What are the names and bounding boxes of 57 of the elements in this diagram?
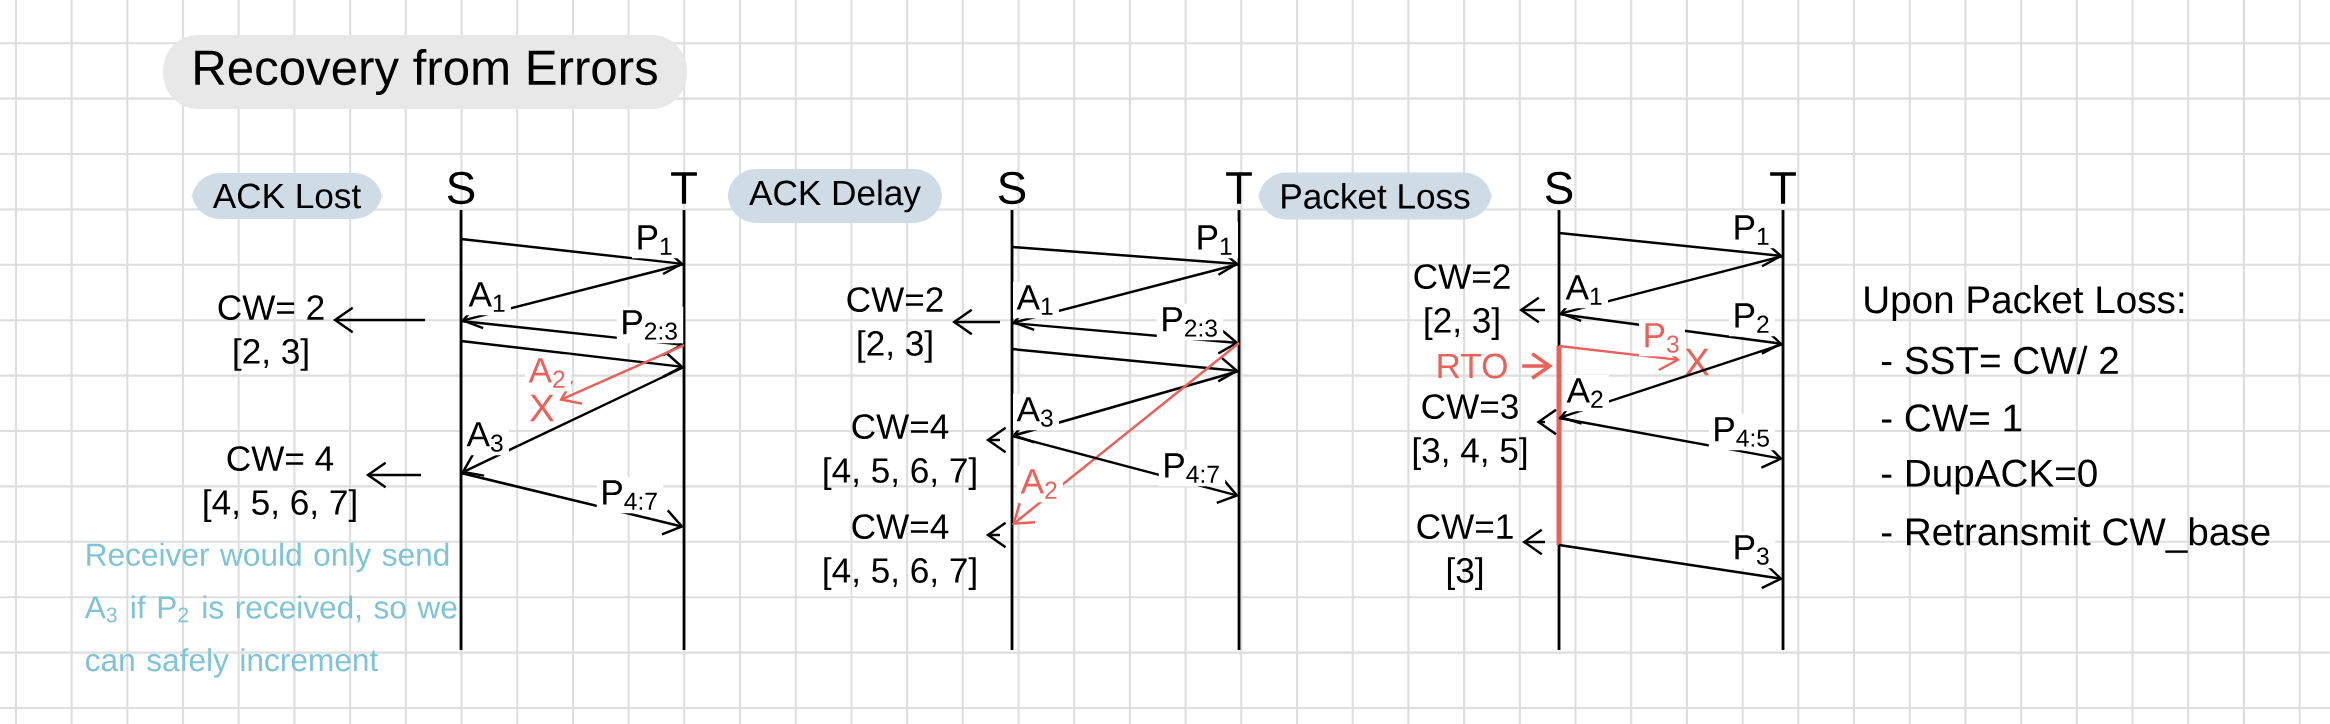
edge-label: P$_{3}$ xyxy=(1639,319,1685,357)
message-arrow xyxy=(460,237,685,276)
message-arrow xyxy=(559,343,685,405)
edge-label: A$_{2}$ xyxy=(1563,374,1609,412)
message-arrow xyxy=(1558,543,1784,590)
edge-label: A$_{3}$ xyxy=(1013,393,1059,431)
message-arrow xyxy=(460,471,684,536)
window-note: CW=2 [2, 3] xyxy=(1414,264,1510,340)
window-note: CW= 2 [2, 3] xyxy=(218,295,324,371)
window-note: CW=3 [3, 4, 5] xyxy=(1413,394,1527,470)
edge-label: A$_{1}$ xyxy=(1013,281,1059,319)
title: Recovery from Errors xyxy=(163,35,687,109)
panel-heading: Packet Loss xyxy=(1258,172,1492,220)
window-note: CW=1 [3] xyxy=(1417,514,1513,590)
loss-mark: X xyxy=(530,394,555,422)
window-note: CW=4 [4, 5, 6, 7] xyxy=(824,414,976,490)
edge-label: P$_{1}$ xyxy=(632,221,678,259)
edge-label: A$_{2}$ xyxy=(1017,465,1063,503)
message-arrow xyxy=(1558,344,1680,372)
edge-label: P$_{1}$ xyxy=(1192,221,1238,259)
window-note: CW=4 [4, 5, 6, 7] xyxy=(824,514,976,590)
window-note: CW= 4 [4, 5, 6, 7] xyxy=(204,446,356,522)
edge-label: A$_{1}$ xyxy=(1562,271,1608,309)
message-arrow xyxy=(1559,342,1784,425)
note-line: - CW= 1 xyxy=(1881,404,2022,432)
edge-label: P$_{4:5}$ xyxy=(1708,413,1776,451)
message-arrow xyxy=(1012,369,1240,444)
note-line: - DupACK=0 xyxy=(1881,459,2097,495)
loss-mark: X xyxy=(1685,348,1710,376)
panel-heading: ACK Lost xyxy=(191,173,383,219)
message-arrow xyxy=(1011,347,1240,383)
message-arrow xyxy=(1012,342,1240,525)
note-line: Upon Packet Loss: xyxy=(1865,285,2184,321)
edge-label: P$_{4:7}$ xyxy=(1158,449,1226,487)
panel-heading: ACK Delay xyxy=(728,169,943,223)
note: Receiver would only send A$_{3}$ if P$_{2}$ is received, so we can safely increment xyxy=(84,542,457,678)
message-arrow xyxy=(461,365,685,477)
message-arrow xyxy=(1558,231,1784,268)
edge-label: P$_{1}$ xyxy=(1729,211,1775,249)
timer-label: RTO xyxy=(1438,353,1507,379)
message-arrow xyxy=(1011,245,1239,276)
edge-label: A$_{3}$ xyxy=(463,418,509,456)
message-arrow xyxy=(1558,416,1783,469)
edge-label: P$_{2:3}$ xyxy=(1156,303,1224,341)
edge-label: P$_{2}$ xyxy=(1729,299,1775,337)
note-line: - Retransmit CW_base xyxy=(1881,517,2270,553)
edge-label: A$_{2}$ xyxy=(525,354,571,392)
arrow xyxy=(365,461,421,489)
edge-label: A$_{1}$ xyxy=(465,278,511,316)
note-line: - SST= CW/ 2 xyxy=(1881,345,2118,375)
arrow xyxy=(332,306,425,334)
edge-label: P$_{3}$ xyxy=(1729,531,1775,569)
edge-label: P$_{4:7}$ xyxy=(596,476,664,514)
timer-bar xyxy=(1556,346,1562,545)
window-note: CW=2 [2, 3] xyxy=(847,287,943,363)
message-arrow xyxy=(1559,254,1784,323)
edge-label: P$_{2:3}$ xyxy=(616,306,684,344)
